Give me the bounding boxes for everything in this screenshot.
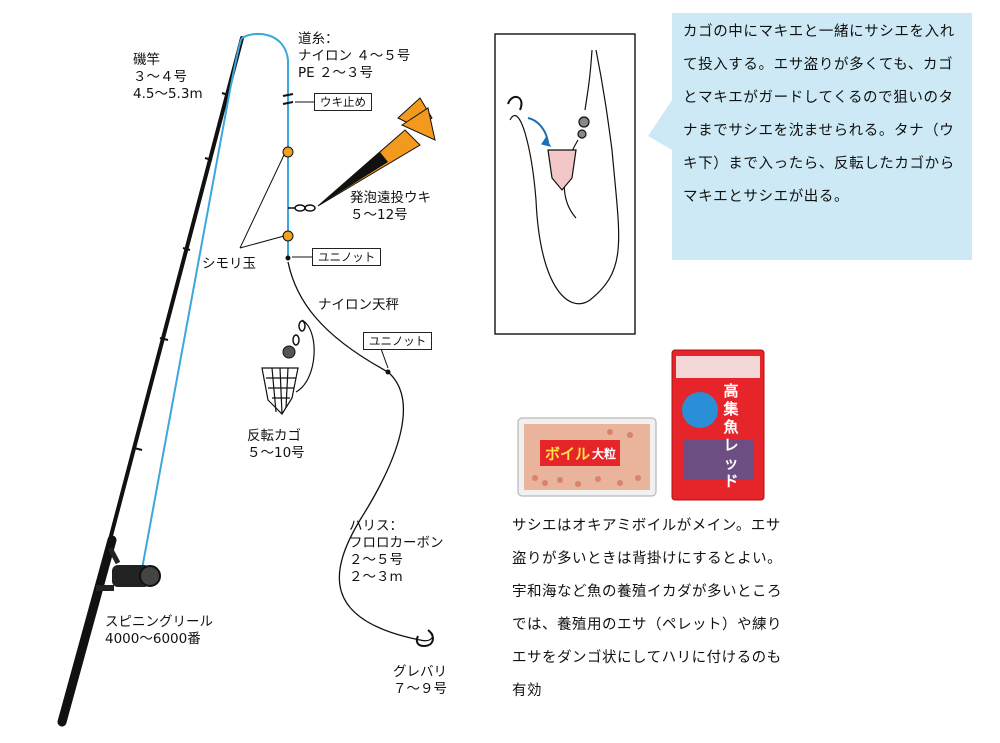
uki-stop-label: ウキ止め <box>314 93 372 111</box>
uni-knot-label-2: ユニノット <box>363 332 433 350</box>
main-line <box>139 32 289 581</box>
kago-basket-icon <box>261 367 299 415</box>
kago-swivel <box>292 320 306 346</box>
spinning-reel-icon <box>96 546 161 591</box>
callout-pointer <box>648 100 672 150</box>
red-bait-package <box>671 349 765 501</box>
hook-label: グレバリ ７～９号 <box>393 664 447 697</box>
harisu-line <box>338 371 434 642</box>
shimoridama-label: シモリ玉 <box>202 256 256 272</box>
kago-label: 反転カゴ ５～10号 <box>247 428 305 461</box>
inset-illustration <box>507 49 620 305</box>
uki-stop-knots <box>282 93 294 105</box>
boil-package-size: 大粒 <box>592 447 617 461</box>
uni-knot-label-1: ユニノット <box>312 248 382 266</box>
nylon-tenbin-line <box>287 261 389 373</box>
float-icon <box>317 97 436 207</box>
shimori-bead-top <box>282 146 294 158</box>
sashie-text: サシエはオキアミボイルがメイン。エサ盗りが多いときは背掛けにするとよい。宇和海な… <box>512 518 783 699</box>
shimori-bead-bottom <box>282 230 294 242</box>
mainline-label: 道糸： ナイロン ４～５号 PE ２～３号 <box>298 31 411 81</box>
boil-package-name: ボイル <box>545 445 591 463</box>
callout-text: カゴの中にマキエと一緒にサシエを入れて投入する。エサ盗りが多くても、カゴとマキエ… <box>683 24 955 205</box>
rod-label: 磯竿 ３～４号 4.5～5.3m <box>133 52 203 102</box>
float-swivel <box>294 204 316 212</box>
float-label: 発泡遠投ウキ ５～12号 <box>350 190 431 223</box>
red-package-name: 高集魚レッド <box>723 382 739 490</box>
rod-butt <box>57 535 117 727</box>
harisu-label: ハリス： フロロカーボン ２～５号 ２～３m <box>349 518 444 585</box>
nylon-tenbin-label: ナイロン天秤 <box>318 297 399 313</box>
reel-label: スピニングリール 4000～6000番 <box>105 614 213 647</box>
callout-box <box>672 13 972 260</box>
rod-guides <box>133 92 229 451</box>
hook-icon <box>415 629 434 648</box>
boil-package <box>517 417 657 497</box>
